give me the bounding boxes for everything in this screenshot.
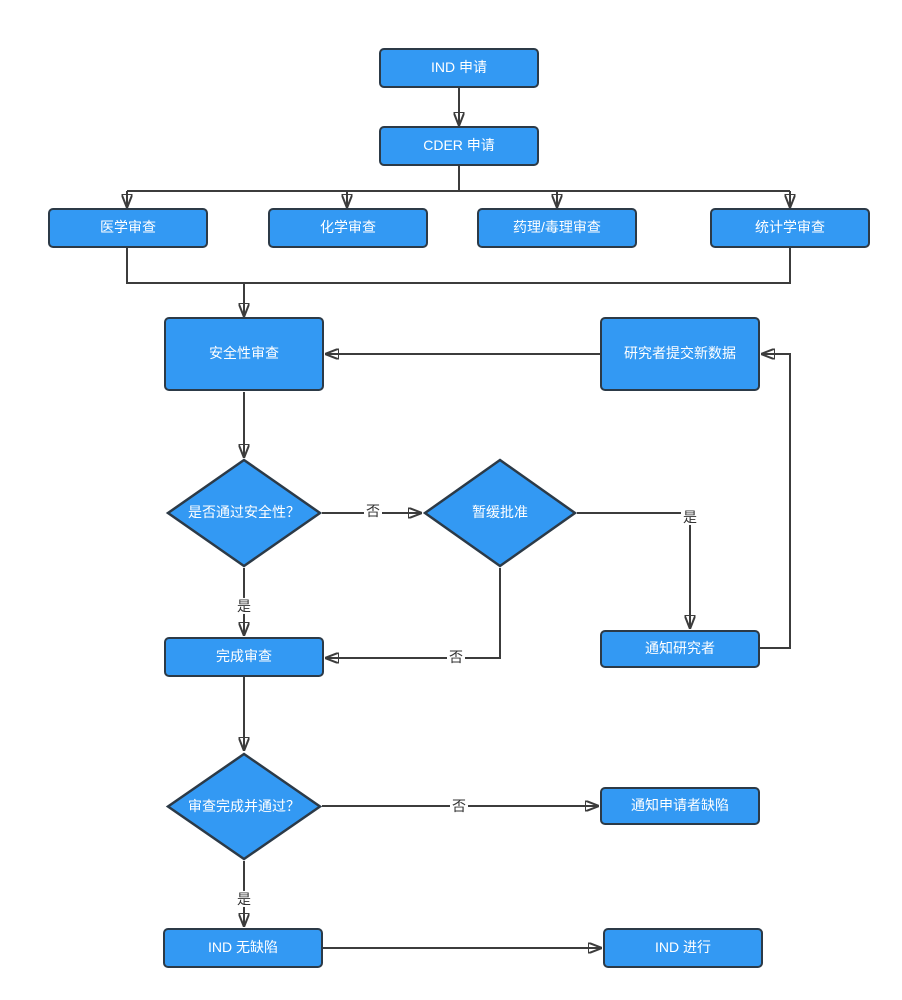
node-medical-review: 医学审查 — [48, 208, 208, 248]
node-notify-investigator-label: 通知研究者 — [645, 640, 715, 657]
decision-review-complete-label: 审查完成并通过？ — [188, 797, 300, 814]
node-chemistry-review-label: 化学审查 — [320, 219, 376, 236]
node-investigator-new-data-label: 研究者提交新数据 — [624, 345, 736, 362]
edge-label-safety-yes: 是 — [235, 597, 253, 615]
edge-label-review-yes: 是 — [235, 890, 253, 908]
node-medical-review-label: 医学审查 — [100, 219, 156, 236]
diamond-shape — [165, 752, 323, 861]
node-complete-review: 完成审查 — [164, 637, 324, 677]
decision-pass-safety: 是否通过安全性？ — [165, 458, 323, 568]
node-notify-applicant-deficiency: 通知申请者缺陷 — [600, 787, 760, 825]
diamond-shape — [165, 458, 323, 568]
node-notify-applicant-deficiency-label: 通知申请者缺陷 — [631, 797, 729, 814]
node-safety-review-label: 安全性审查 — [209, 345, 279, 362]
edge-label-hold-no: 否 — [447, 648, 465, 666]
node-statistics-review: 统计学审查 — [710, 208, 870, 248]
edge-notify-loop-to-newdata — [760, 354, 791, 649]
node-ind-proceeds: IND 进行 — [603, 928, 763, 968]
node-pharmtox-review: 药理/毒理审查 — [477, 208, 637, 248]
node-ind-application-label: IND 申请 — [431, 59, 487, 76]
decision-review-complete: 审查完成并通过？ — [165, 752, 323, 861]
node-ind-no-deficiency-label: IND 无缺陷 — [208, 939, 278, 956]
node-cder-application-label: CDER 申请 — [423, 137, 495, 154]
node-ind-application: IND 申请 — [379, 48, 539, 88]
node-complete-review-label: 完成审查 — [216, 648, 272, 665]
node-ind-no-deficiency: IND 无缺陷 — [163, 928, 323, 968]
edge-label-safety-no: 否 — [364, 502, 382, 520]
node-statistics-review-label: 统计学审查 — [755, 219, 825, 236]
decision-clinical-hold-label: 暂缓批准 — [472, 504, 528, 521]
node-investigator-new-data: 研究者提交新数据 — [600, 317, 760, 391]
node-cder-application: CDER 申请 — [379, 126, 539, 166]
decision-pass-safety-label: 是否通过安全性？ — [188, 504, 300, 521]
decision-clinical-hold: 暂缓批准 — [422, 458, 578, 568]
node-notify-investigator: 通知研究者 — [600, 630, 760, 668]
diamond-shape — [422, 458, 578, 568]
node-safety-review: 安全性审查 — [164, 317, 324, 391]
edge-label-hold-yes: 是 — [681, 508, 699, 526]
node-ind-proceeds-label: IND 进行 — [655, 939, 711, 956]
node-pharmtox-review-label: 药理/毒理审查 — [513, 219, 601, 236]
edge-label-review-no: 否 — [450, 797, 468, 815]
node-chemistry-review: 化学审查 — [268, 208, 428, 248]
edge-hold-no-to-complete — [326, 568, 501, 658]
edge-hold-yes-to-notify-investigator — [577, 512, 690, 628]
